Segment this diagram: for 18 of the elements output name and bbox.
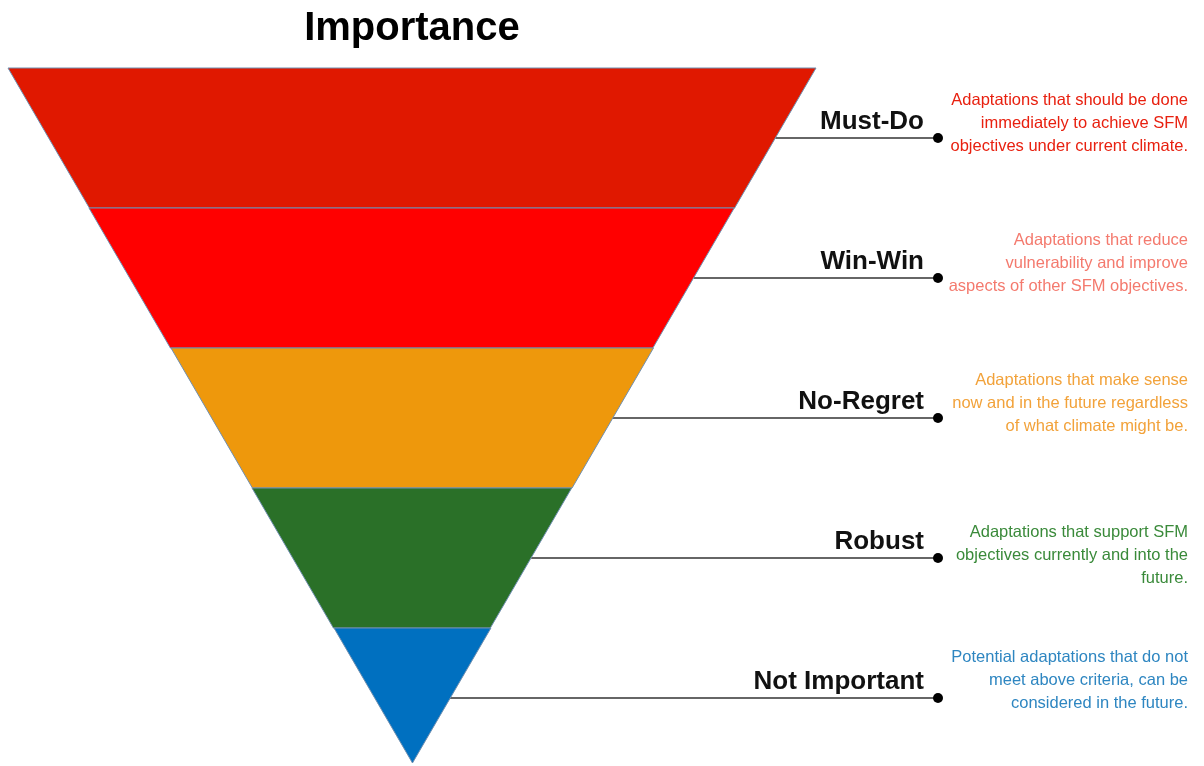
tier-label: Must-Do <box>820 105 925 137</box>
tier-label: Not Important <box>753 665 925 697</box>
leader-line <box>530 553 943 563</box>
description-text: Adaptations that should be done immediately to achieve SFM objectives under current climate. <box>949 89 1188 156</box>
pyramid-band <box>170 348 654 488</box>
diagram-title: Importance <box>303 4 521 49</box>
pyramid-band <box>252 488 572 628</box>
description-text: Potential adaptations that do not meet above criteria, can be considered in the future. <box>950 646 1188 713</box>
leader-line <box>611 413 943 423</box>
pyramid-band <box>89 208 735 348</box>
tier-label: Robust <box>834 525 925 557</box>
description-text: Adaptations that support SFM objectives currently and into the future. <box>954 521 1188 588</box>
leader-line <box>693 273 943 283</box>
tier-label: No-Regret <box>798 385 925 417</box>
description-text: Adaptations that reduce vulnerability and improve aspects of other SFM objectives. <box>947 229 1188 296</box>
description-text: Adaptations that make sense now and in the future regardless of what climate might be. <box>951 369 1188 436</box>
pyramid-band <box>8 68 816 208</box>
tier-label: Win-Win <box>820 245 925 277</box>
